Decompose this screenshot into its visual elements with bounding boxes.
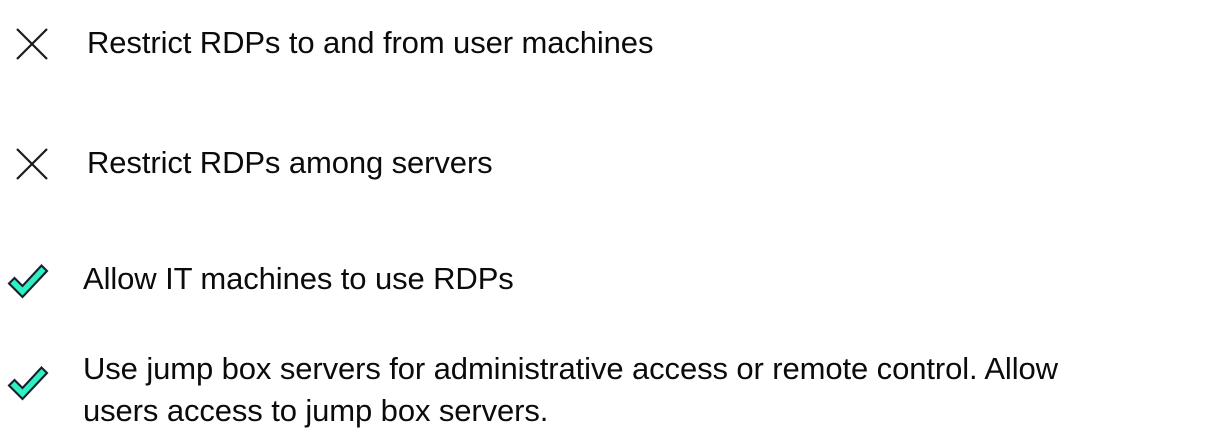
list-item-label: Allow IT machines to use RDPs: [83, 261, 514, 296]
cross-icon: [4, 144, 60, 184]
list-item-label: Use jump box servers for administrative …: [83, 351, 1058, 428]
list-item[interactable]: Restrict RDPs to and from user machines: [0, 22, 1210, 64]
list-item[interactable]: Restrict RDPs among servers: [0, 142, 1210, 184]
check-icon: [0, 362, 56, 402]
list-item-label: Restrict RDPs to and from user machines: [87, 25, 654, 60]
list-item-label: Restrict RDPs among servers: [87, 145, 493, 180]
list-item[interactable]: Allow IT machines to use RDPs: [0, 258, 1210, 300]
cross-icon: [4, 24, 60, 64]
check-icon: [0, 260, 56, 300]
list-item[interactable]: Use jump box servers for administrative …: [0, 348, 1210, 432]
